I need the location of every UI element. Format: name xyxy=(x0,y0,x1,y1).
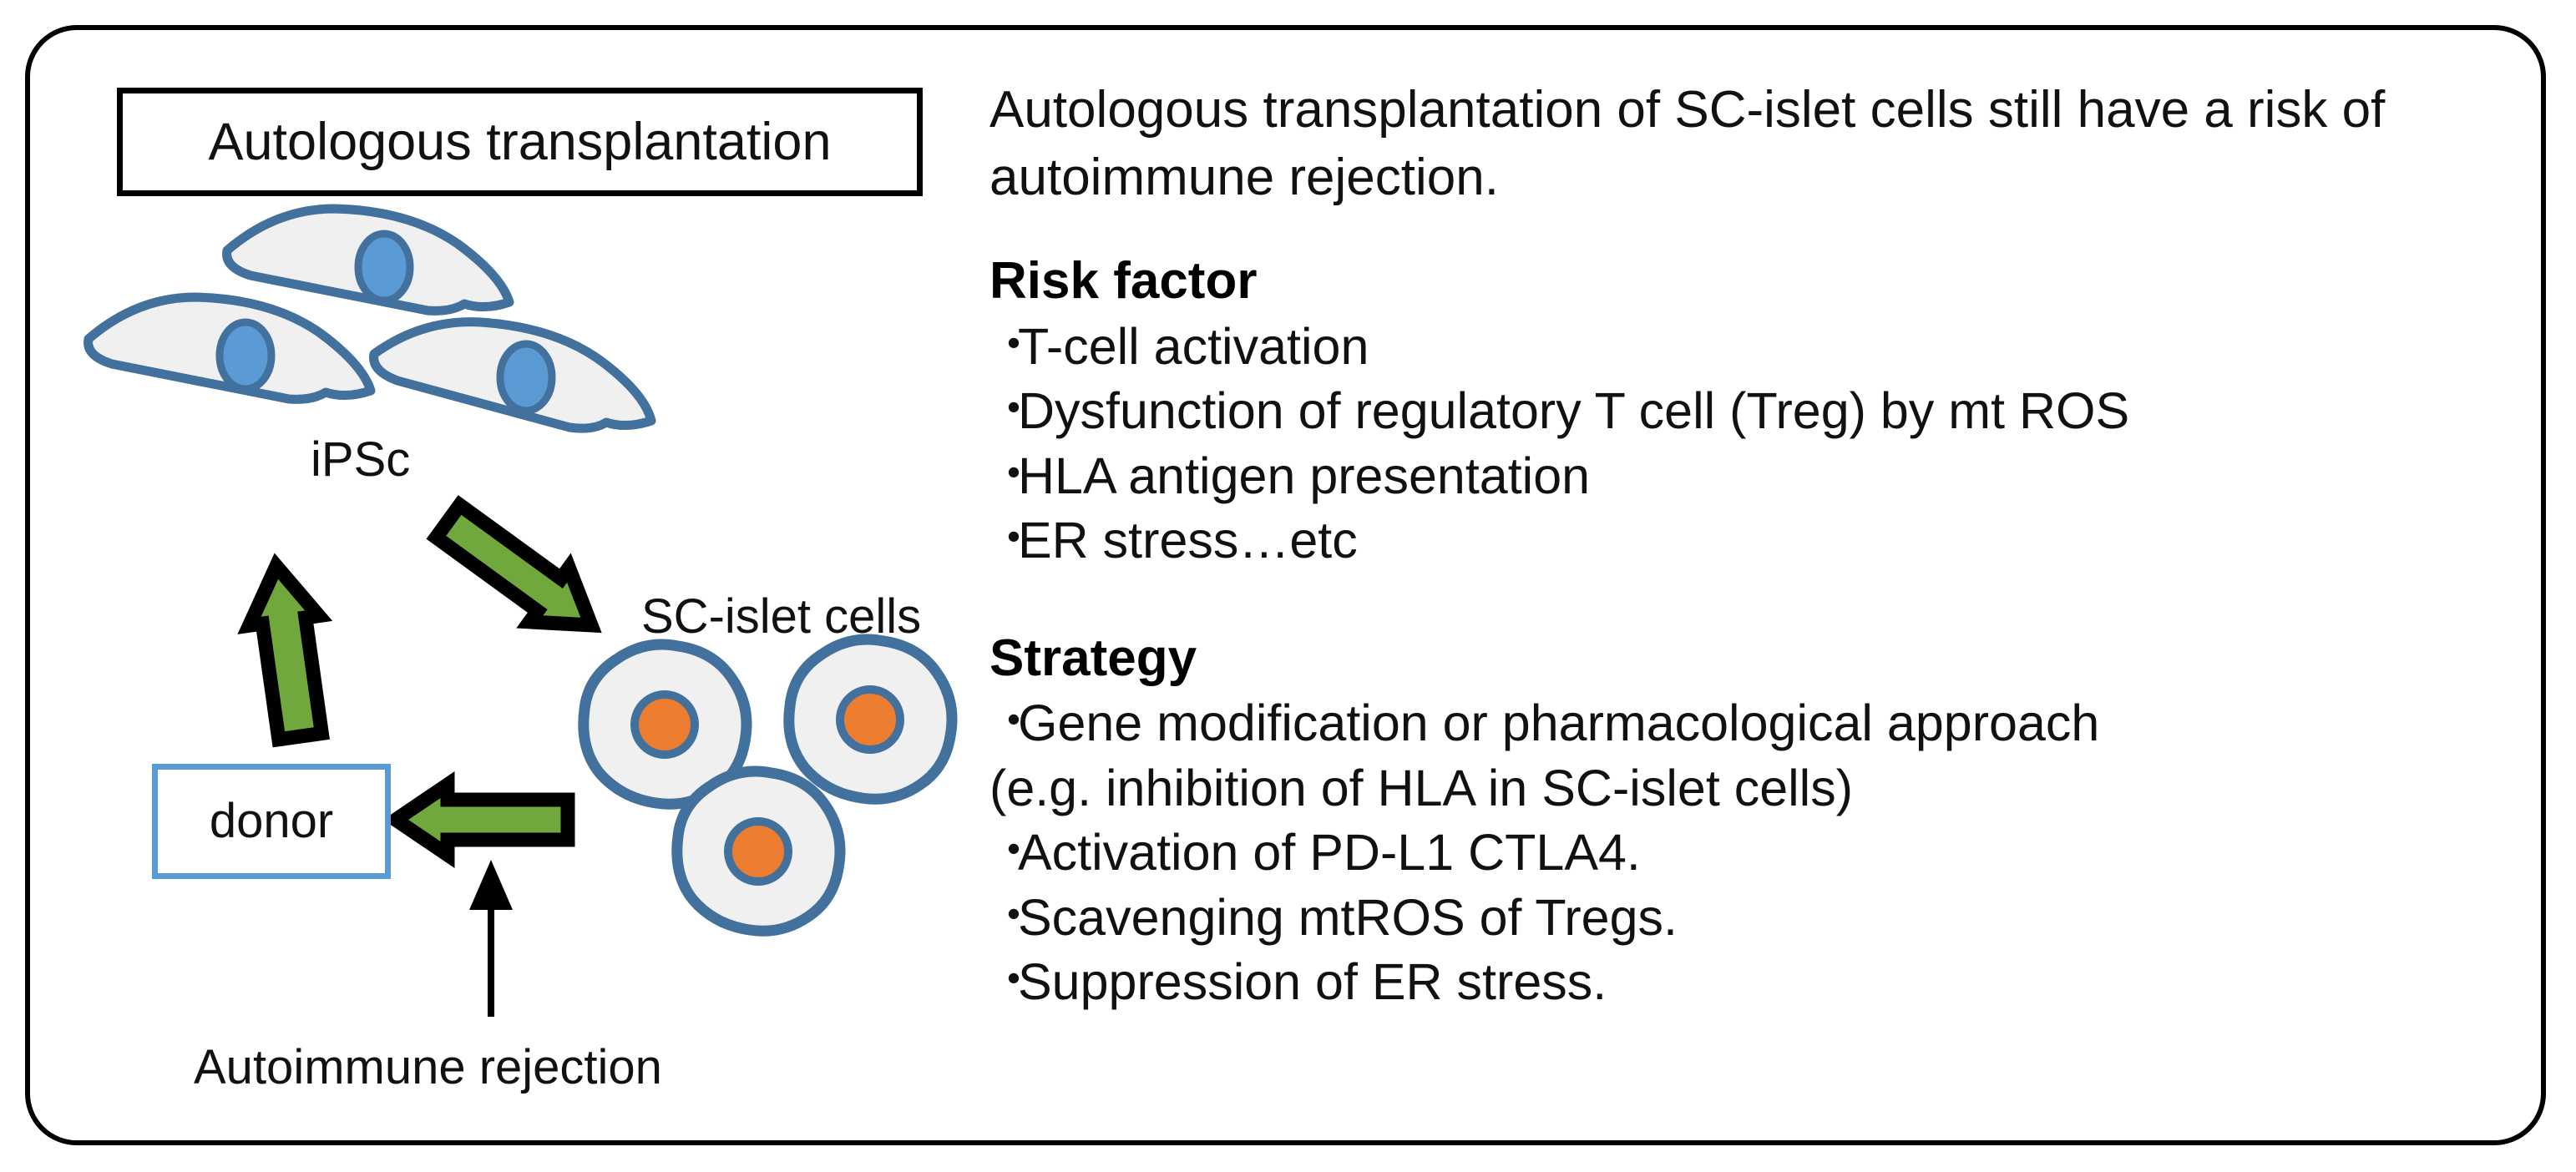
autoimmune-rejection-label: Autoimmune rejection xyxy=(194,1040,662,1094)
bullet-dot-icon: ・ xyxy=(989,888,1039,943)
bullet-dot-icon: ・ xyxy=(989,512,1039,567)
list-item: ・ Gene modification or pharmacological a… xyxy=(989,691,2526,755)
bullet-dot-icon: ・ xyxy=(989,953,1039,1008)
black-arrow-up-icon xyxy=(469,860,513,1017)
list-item-text: HLA antigen presentation xyxy=(1018,447,1591,504)
sc-islet-cells-label: SC-islet cells xyxy=(641,589,922,644)
list-item-text: Suppression of ER stress. xyxy=(1018,953,1607,1011)
title-box-autologous-transplantation: Autologous transplantation xyxy=(117,88,923,196)
list-item-text: Scavenging mtROS of Tregs. xyxy=(1018,888,1678,946)
list-item-text: ER stress…etc xyxy=(1018,512,1358,569)
donor-box-label: donor xyxy=(209,794,334,848)
ipsc-cell-icon xyxy=(222,204,514,316)
list-item-text: Activation of PD-L1 CTLA4. xyxy=(1018,824,1641,882)
list-item: ・ Scavenging mtROS of Tregs. xyxy=(989,886,2526,950)
list-item: ・ ER stress…etc xyxy=(989,508,2526,573)
list-item: ・ HLA antigen presentation xyxy=(989,444,2526,508)
ipsc-cell-icon xyxy=(369,317,656,433)
list-item: ・ Dysfunction of regulatory T cell (Treg… xyxy=(989,379,2526,443)
donor-box: donor xyxy=(152,764,391,879)
strategy-list: ・ Gene modification or pharmacological a… xyxy=(989,691,2526,1014)
bullet-dot-icon: ・ xyxy=(989,695,1039,750)
list-item-text: Gene modification or pharmacological app… xyxy=(1018,695,2100,752)
risk-factor-heading: Risk factor xyxy=(989,252,1258,311)
list-item-text: Dysfunction of regulatory T cell (Treg) … xyxy=(1018,382,2130,440)
ipsc-cell-icon xyxy=(84,292,376,404)
title-box-label: Autologous transplantation xyxy=(208,112,832,171)
sc-islet-cell-icon xyxy=(578,639,752,810)
intro-paragraph: Autologous transplantation of SC-islet c… xyxy=(989,81,2386,206)
list-item: ・ Activation of PD-L1 CTLA4. xyxy=(989,821,2526,885)
sc-islet-cell-icon xyxy=(783,634,958,805)
list-item: ・ Suppression of ER stress. xyxy=(989,950,2526,1014)
bullet-dot-icon: ・ xyxy=(989,317,1039,372)
list-item-text: T-cell activation xyxy=(1018,317,1369,375)
green-arrow-up-icon xyxy=(237,553,333,748)
green-arrow-down-right-icon xyxy=(426,495,602,634)
ipsc-label: iPSc xyxy=(311,432,411,487)
strategy-heading: Strategy xyxy=(989,629,1197,687)
list-item-text: (e.g. inhibition of HLA in SC-islet cell… xyxy=(989,759,1854,816)
green-arrow-left-icon xyxy=(382,770,575,869)
right-text-panel: Autologous transplantation of SC-islet c… xyxy=(989,77,2526,1015)
bullet-dot-icon: ・ xyxy=(989,447,1039,502)
bullet-dot-icon: ・ xyxy=(989,824,1039,879)
left-diagram-panel: Autologous transplantation xyxy=(0,0,985,1172)
list-item: (e.g. inhibition of HLA in SC-islet cell… xyxy=(989,756,2526,821)
sc-islet-cell-icon xyxy=(671,765,846,937)
risk-factor-section: Risk factor ・ T-cell activation ・ Dysfun… xyxy=(989,250,2526,573)
strategy-section: Strategy ・ Gene modification or pharmaco… xyxy=(989,627,2526,1015)
bullet-dot-icon: ・ xyxy=(989,382,1039,437)
risk-factor-list: ・ T-cell activation ・ Dysfunction of reg… xyxy=(989,315,2526,573)
outer-rounded-frame xyxy=(25,25,2546,1145)
list-item: ・ T-cell activation xyxy=(989,315,2526,379)
